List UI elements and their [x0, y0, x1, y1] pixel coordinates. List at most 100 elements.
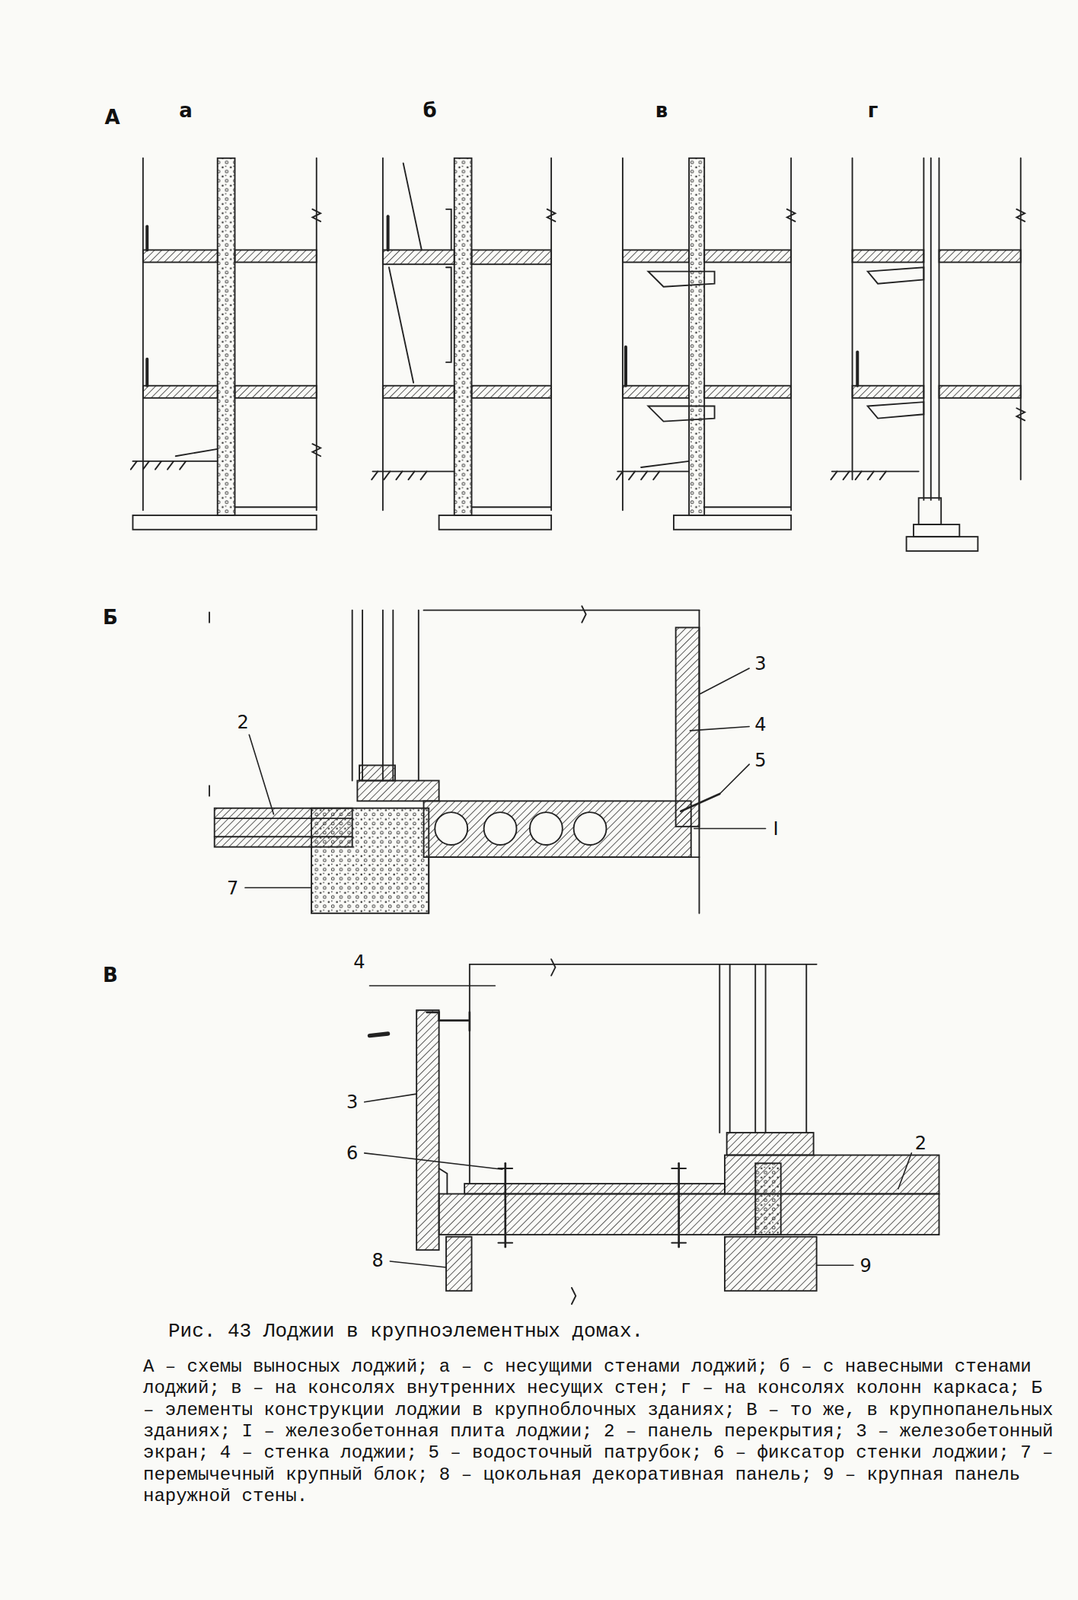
scheme-a-rect [143, 249, 218, 262]
section-blocks-circle [529, 812, 563, 846]
scheme-a-line [132, 460, 217, 463]
scheme-g-rect [906, 536, 979, 552]
section-panels-path [439, 1168, 448, 1195]
section-letter: б [422, 100, 437, 121]
section-panels-line [765, 964, 767, 1133]
scheme-g-line [922, 158, 925, 501]
callout-number: 5 [754, 751, 766, 770]
leader-lines-line [816, 1264, 854, 1267]
section-panels-line [369, 1033, 388, 1037]
callout-number: 8 [371, 1251, 383, 1270]
scheme-v-polygon [647, 406, 715, 422]
scheme-b [371, 158, 555, 530]
leader-lines-line [694, 828, 766, 830]
section-panels-line [718, 964, 721, 1133]
section-panels-rect [724, 1237, 817, 1292]
section-blocks-path [209, 605, 587, 796]
callout-number: 4 [754, 715, 766, 734]
scheme-g-rect [852, 385, 925, 399]
section-blocks-circle [484, 812, 517, 846]
scheme-a-path [130, 461, 186, 470]
section-blocks-line [424, 609, 700, 612]
scheme-a-path [175, 449, 218, 457]
section-panels-path [551, 959, 576, 1305]
callout-number: 9 [859, 1256, 871, 1276]
callout-number: 3 [346, 1093, 358, 1112]
scheme-b-rect [472, 385, 552, 399]
leader-lines-line [245, 886, 312, 889]
leader-lines-line [719, 764, 750, 795]
section-blocks-rect [359, 765, 396, 781]
scheme-a-line [142, 158, 144, 511]
section-blocks-circle [434, 812, 468, 846]
scheme-v-rect [704, 249, 791, 262]
scheme-a-rect [235, 385, 317, 399]
section-blocks-line [392, 610, 394, 782]
scheme-g-rect [913, 524, 960, 537]
leader-lines-line [369, 985, 495, 987]
scheme-v-line [621, 158, 624, 511]
scheme-g-polygon [867, 401, 925, 418]
section-letter: Б [102, 607, 119, 628]
scheme-g-polygon [867, 267, 925, 284]
scheme-v-path [641, 461, 689, 468]
leader-lines [245, 668, 912, 1268]
scheme-g-line [851, 158, 854, 480]
scheme-g [830, 158, 1025, 552]
callout-number: I [773, 819, 779, 839]
section-panels-line [469, 963, 817, 966]
scheme-v-path [616, 471, 660, 480]
scheme-a-rect [235, 249, 317, 262]
section-blocks-rect [311, 808, 429, 914]
scheme-v-rect [622, 385, 689, 399]
scheme-b-line [403, 162, 422, 250]
section-panels-rect [755, 1163, 782, 1235]
section-panels-line [805, 964, 807, 1133]
section-panels-line [754, 964, 756, 1133]
scheme-a-line [145, 226, 149, 251]
leader-lines-line [248, 734, 274, 815]
leader-lines-line [898, 1153, 912, 1190]
section-panels-rect [464, 1183, 725, 1194]
scheme-b-line [382, 158, 384, 511]
section-blocks-rect [424, 800, 692, 858]
section-panels-rect [446, 1237, 473, 1292]
section-panels-line [468, 964, 471, 1184]
scheme-b-path [446, 209, 452, 363]
scheme-g-line [855, 351, 859, 386]
section-panels-path [427, 1012, 470, 1031]
scheme-v-path [787, 209, 796, 222]
leader-lines-line [389, 1261, 447, 1268]
scheme-v-rect [688, 158, 705, 516]
callout-number: 6 [346, 1144, 358, 1163]
scheme-b-path [371, 471, 427, 480]
scheme-g-path [830, 471, 886, 480]
scheme-b-rect [439, 515, 552, 530]
scheme-b-line [386, 216, 390, 250]
scheme-g-rect [939, 249, 1021, 262]
section-blocks-line [427, 857, 430, 914]
scheme-b-rect [382, 385, 455, 399]
scheme-b-rect [454, 158, 473, 516]
scheme-a-line [145, 359, 149, 386]
section-blocks [209, 605, 720, 914]
scheme-v-line [624, 347, 628, 386]
section-blocks-line [428, 856, 699, 858]
scheme-a-rect [217, 158, 236, 516]
scheme-v [616, 158, 796, 530]
leader-lines-line [364, 1153, 503, 1170]
leader-lines-line [700, 668, 750, 695]
scheme-g-path [1016, 209, 1025, 421]
scheme-v-line [704, 506, 791, 508]
scheme-g-line [832, 470, 919, 473]
scheme-g-line [1020, 158, 1022, 480]
section-blocks-line [361, 610, 364, 782]
loggia-drawing-g [130, 158, 1025, 1305]
scheme-a-path [312, 209, 321, 457]
callout-number: 7 [226, 879, 239, 898]
callout-number: 3 [754, 654, 766, 673]
section-panels-rect [439, 1193, 940, 1235]
section-panels-line [729, 964, 731, 1133]
section-panels-rect [727, 1132, 814, 1155]
scheme-a [130, 158, 321, 530]
